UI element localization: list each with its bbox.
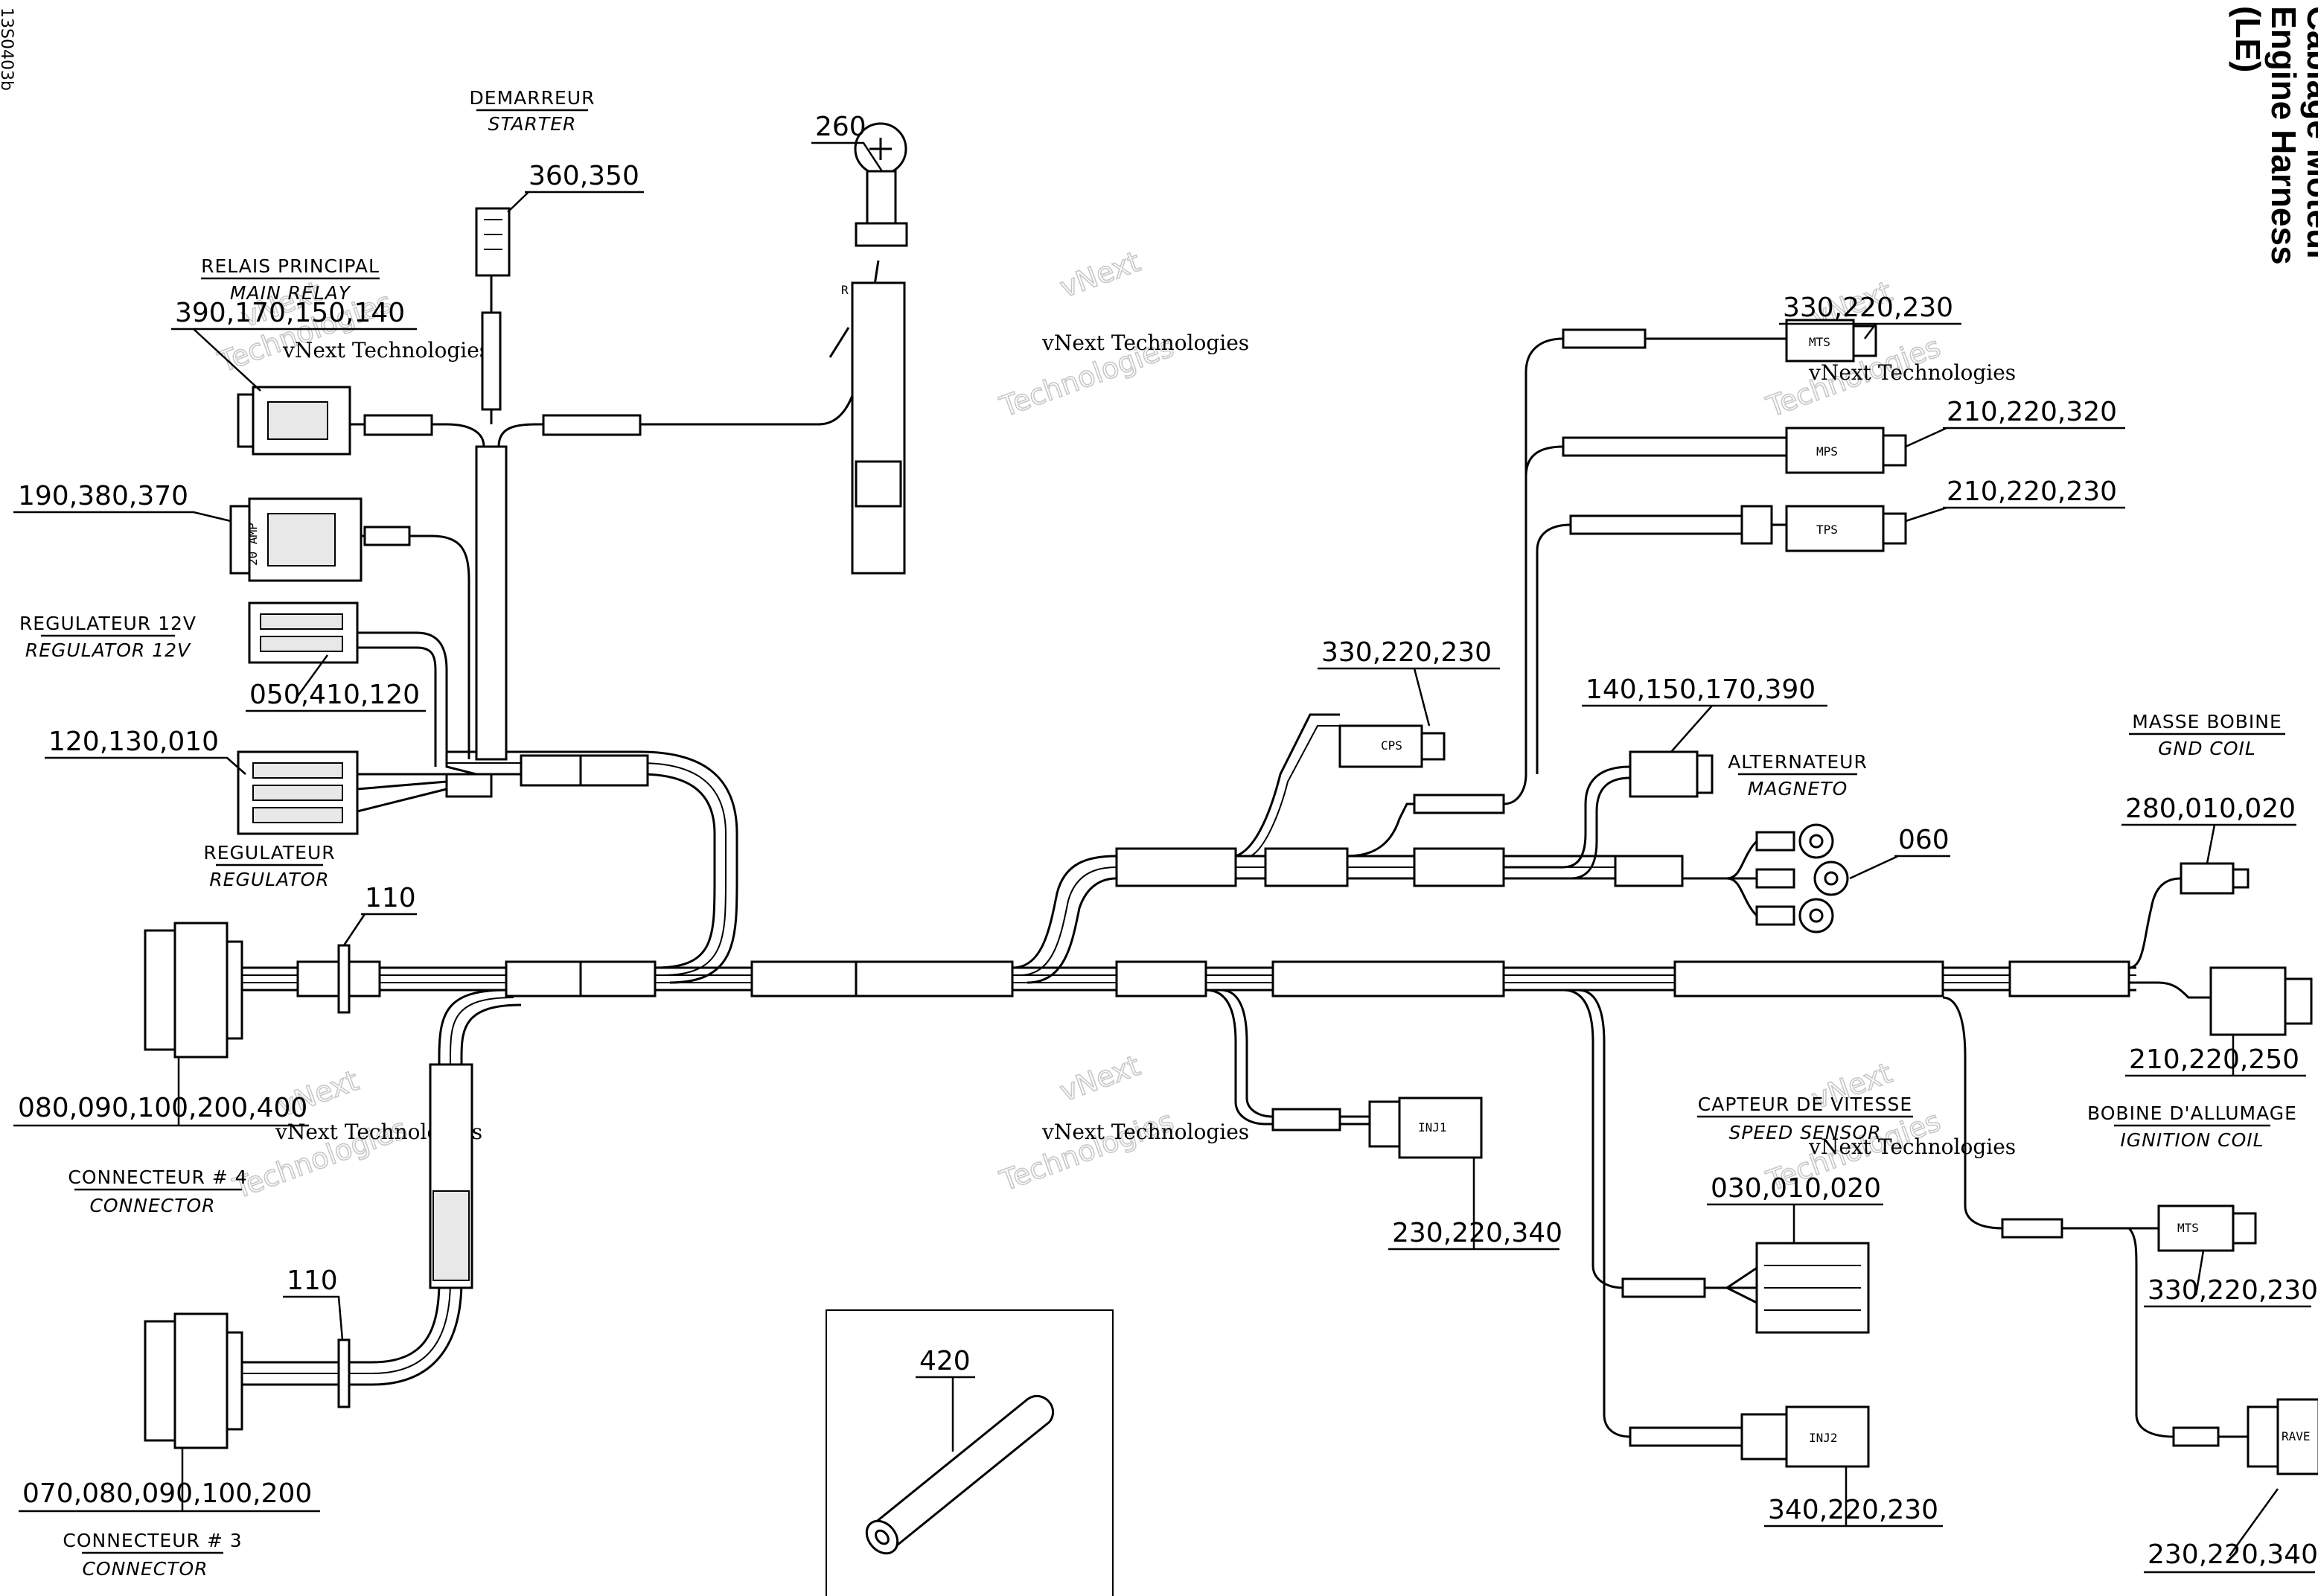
clip-110-bottom (337, 1338, 351, 1408)
callout-390-170-150-140: 390,170,150,140 (175, 298, 405, 328)
callout-190-380-370: 190,380,370 (18, 481, 188, 511)
callout-070-080-090-100-200: 070,080,090,100,200 (22, 1478, 312, 1509)
title-line-1: Câblage Moteur (2300, 6, 2318, 263)
document-id: 13S0403b (0, 7, 16, 91)
sensor-mts-tag: MTS (1809, 335, 1830, 349)
speed-sensor-connector (1755, 1242, 1870, 1334)
starter-label-fr: DEMARREUR (470, 87, 596, 109)
title-line-3: (LE) (2229, 6, 2267, 72)
callout-030-010-020: 030,010,020 (1711, 1173, 1881, 1204)
regulator-connector (237, 750, 359, 835)
connector-4 (144, 922, 243, 1059)
injector-2-connector: INJ2 (1740, 1405, 1870, 1468)
callout-080-090-100-200-400: 080,090,100,200,400 (18, 1093, 307, 1123)
clip-110-top (337, 944, 351, 1014)
callout-330-220-230-right: 330,220,230 (2148, 1275, 2318, 1306)
callout-260: 260 (815, 112, 866, 142)
watermark-text: vNext (1056, 245, 1144, 304)
regulator-label-en: REGULATOR (209, 869, 329, 890)
fuse-20amp-label: 20 AMP (246, 523, 260, 566)
callout-210-220-230: 210,220,230 (1947, 476, 2117, 507)
callout-280-010-020: 280,010,020 (2125, 794, 2296, 824)
connector-4-label-en: CONNECTOR (89, 1195, 215, 1216)
watermark-small: vNext Technologies (1808, 1134, 2016, 1159)
callouts: 260 360,350 390,170,150,140 190,380,370 … (13, 112, 2318, 1574)
ignition-coil-tag: MTS (2177, 1221, 2199, 1235)
callout-060: 060 (1898, 825, 1950, 855)
injector-1-tag: INJ1 (1418, 1120, 1447, 1134)
connector-3 (144, 1312, 243, 1449)
regulator-12v-label-en: REGULATOR 12V (25, 639, 191, 661)
ignition-coil-label-fr: BOBINE D'ALLUMAGE (2087, 1102, 2297, 1124)
watermark-small: vNext Technologies (1041, 331, 1249, 355)
sensor-mts-connector: MTS (1785, 319, 1877, 363)
gnd-coil-label-fr: MASSE BOBINE (2132, 711, 2282, 732)
alternator-label-fr: ALTERNATEUR (1728, 751, 1868, 773)
callout-110-top: 110 (365, 883, 416, 913)
title-line-2: Engine Harness (2264, 6, 2303, 265)
starter-connector (475, 207, 511, 277)
starter-label-en: STARTER (488, 113, 577, 135)
gnd-coil-connector (2180, 862, 2250, 895)
regulator-12v-label-fr: REGULATEUR 12V (19, 613, 197, 634)
watermark-text: Technologies (995, 1105, 1178, 1198)
sensor-cps-connector: CPS (1338, 724, 1446, 768)
rave-tag: RAVE (2282, 1429, 2311, 1443)
connector-4-label-fr: CONNECTEUR # 4 (68, 1166, 247, 1188)
watermark-small: vNext Technologies (1041, 1120, 1249, 1144)
sensor-cps-tag: CPS (1381, 738, 1402, 753)
battery-terminal: R (828, 122, 908, 575)
callout-230-220-340-rave: 230,220,340 (2148, 1539, 2318, 1570)
callout-210-220-250: 210,220,250 (2129, 1044, 2299, 1075)
callout-340-220-230: 340,220,230 (1768, 1495, 1938, 1525)
component-labels: DEMARREUR STARTER RELAIS PRINCIPAL MAIN … (19, 87, 2297, 1580)
callout-230-220-340-inj1: 230,220,340 (1392, 1218, 1562, 1248)
main-trunk (223, 750, 2136, 1386)
gnd-coil-label-en: GND COIL (2158, 738, 2256, 759)
callout-050-410-120: 050,410,120 (249, 680, 420, 710)
callout-360-350: 360,350 (529, 161, 639, 191)
connector-3-label-en: CONNECTOR (82, 1558, 208, 1580)
components: R 20 AMP (144, 122, 2318, 1596)
rave-connector: RAVE (2247, 1398, 2318, 1475)
callout-110-bottom: 110 (287, 1265, 338, 1296)
callout-140-150-170-390: 140,150,170,390 (1586, 674, 1816, 705)
regulator-12v-connector (248, 601, 359, 664)
sensor-tps-connector: TPS (1785, 505, 1907, 552)
right-end-connector (2209, 966, 2313, 1036)
main-relay-label-en: MAIN RELAY (230, 282, 351, 304)
sensor-mps-connector: MPS (1785, 427, 1907, 474)
alternator-label-en: MAGNETO (1748, 778, 1848, 799)
ignition-coil-connector: MTS (2157, 1204, 2257, 1252)
fuse-20amp: 20 AMP (229, 497, 363, 582)
alternator-connector (1629, 750, 1714, 798)
connector-3-label-fr: CONNECTEUR # 3 (63, 1530, 242, 1551)
callout-330-220-230-top: 330,220,230 (1783, 293, 1953, 323)
speed-sensor-label-fr: CAPTEUR DE VITESSE (1698, 1094, 1912, 1115)
sensor-mps-tag: MPS (1816, 444, 1838, 459)
wire-r-label: R (841, 283, 849, 297)
ground-rings (1755, 823, 1849, 933)
regulator-label-fr: REGULATEUR (203, 842, 335, 864)
watermark-small: vNext Technologies (282, 338, 490, 363)
ignition-coil-label-en: IGNITION COIL (2120, 1129, 2264, 1151)
main-relay-connector (237, 386, 351, 456)
speed-sensor-label-en: SPEED SENSOR (1728, 1122, 1881, 1143)
watermark-small: vNext Technologies (1808, 360, 2016, 385)
inset-box (826, 1309, 1114, 1596)
main-relay-label-fr: RELAIS PRINCIPAL (201, 255, 380, 277)
callout-210-220-320: 210,220,320 (1947, 397, 2117, 427)
callout-120-130-010: 120,130,010 (48, 727, 219, 757)
callout-330-220-230-mid: 330,220,230 (1321, 637, 1492, 668)
title-block: Câblage Moteur Engine Harness (LE) 13S04… (0, 6, 2318, 265)
right-cluster-wires (1205, 328, 2248, 1447)
injector-2-tag: INJ2 (1809, 1431, 1838, 1445)
watermark-text: vNext (1056, 1049, 1144, 1108)
callout-420: 420 (919, 1346, 971, 1376)
injector-1-connector: INJ1 (1368, 1097, 1483, 1159)
sensor-tps-tag: TPS (1816, 523, 1838, 537)
